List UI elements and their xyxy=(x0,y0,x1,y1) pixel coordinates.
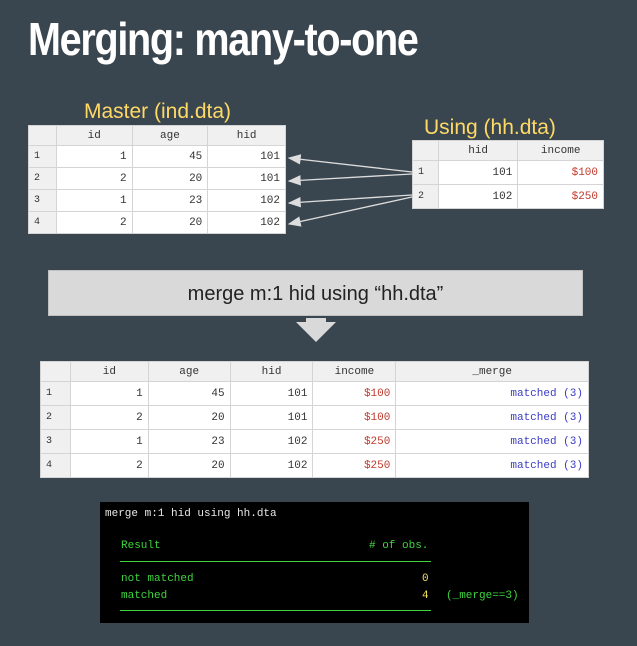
cell-hid[interactable]: 102 xyxy=(229,429,314,454)
console-obs-header: # of obs. xyxy=(369,540,429,552)
merged-table: id age hid income _merge 1 1 45 101 $100… xyxy=(40,361,589,478)
cell-age[interactable]: 45 xyxy=(147,381,231,406)
column-header-income[interactable]: income xyxy=(312,361,397,382)
table-row: 2 2 20 101 xyxy=(28,167,286,190)
column-header-hid[interactable]: hid xyxy=(207,125,286,146)
row-number: 2 xyxy=(40,405,71,430)
cell-age[interactable]: 20 xyxy=(147,405,231,430)
console-not-matched-value: 0 xyxy=(422,573,429,585)
cell-hid[interactable]: 102 xyxy=(207,211,286,234)
table-row: 3 1 23 102 $250 matched (3) xyxy=(40,429,589,454)
column-header-hid[interactable]: hid xyxy=(437,140,519,161)
master-table: id age hid 1 1 45 101 2 2 20 101 3 1 23 … xyxy=(28,125,286,234)
cell-hid[interactable]: 101 xyxy=(229,381,314,406)
cell-hid[interactable]: 101 xyxy=(207,167,286,190)
arrow-102-row4 xyxy=(287,196,413,227)
row-number: 3 xyxy=(28,189,57,212)
row-number: 3 xyxy=(40,429,71,454)
console-result-header: Result xyxy=(121,540,161,552)
down-arrow-icon xyxy=(296,318,336,342)
row-number-header xyxy=(28,125,57,146)
row-number: 2 xyxy=(28,167,57,190)
column-header-merge[interactable]: _merge xyxy=(395,361,589,382)
row-number: 4 xyxy=(40,453,71,478)
cell-income[interactable]: $250 xyxy=(312,453,397,478)
merge-command-box: merge m:1 hid using “hh.dta” xyxy=(48,270,583,316)
console-divider xyxy=(120,610,431,611)
table-row: 2 102 $250 xyxy=(412,184,604,209)
row-number: 1 xyxy=(412,160,439,185)
stata-console-output: merge m:1 hid using hh.dta Result # of o… xyxy=(100,502,529,623)
arrow-101-row1 xyxy=(287,154,413,173)
row-number: 4 xyxy=(28,211,57,234)
cell-hid[interactable]: 102 xyxy=(229,453,314,478)
cell-merge[interactable]: matched (3) xyxy=(395,453,589,478)
cell-income[interactable]: $100 xyxy=(312,381,397,406)
console-matched-note: (_merge==3) xyxy=(446,590,519,602)
using-table: hid income 1 101 $100 2 102 $250 xyxy=(412,140,604,209)
cell-id[interactable]: 2 xyxy=(69,405,149,430)
cell-hid[interactable]: 102 xyxy=(437,184,519,209)
cell-hid[interactable]: 101 xyxy=(229,405,314,430)
table-row: 4 2 20 102 xyxy=(28,211,286,234)
console-divider xyxy=(120,561,431,562)
cell-age[interactable]: 23 xyxy=(147,429,231,454)
cell-merge[interactable]: matched (3) xyxy=(395,429,589,454)
column-header-hid[interactable]: hid xyxy=(229,361,314,382)
cell-id[interactable]: 2 xyxy=(69,453,149,478)
column-header-id[interactable]: id xyxy=(69,361,149,382)
cell-merge[interactable]: matched (3) xyxy=(395,405,589,430)
table-row: 2 2 20 101 $100 matched (3) xyxy=(40,405,589,430)
column-header-income[interactable]: income xyxy=(517,140,604,161)
cell-income[interactable]: $250 xyxy=(312,429,397,454)
cell-id[interactable]: 1 xyxy=(69,381,149,406)
slide-title: Merging: many-to-one xyxy=(28,13,419,65)
cell-id[interactable]: 1 xyxy=(69,429,149,454)
cell-age[interactable]: 20 xyxy=(147,453,231,478)
cell-income[interactable]: $250 xyxy=(517,184,604,209)
table-row: 4 2 20 102 $250 matched (3) xyxy=(40,453,589,478)
master-label: Master (ind.dta) xyxy=(84,100,232,123)
cell-merge[interactable]: matched (3) xyxy=(395,381,589,406)
table-row: 3 1 23 102 xyxy=(28,189,286,212)
table-row: 1 1 45 101 $100 matched (3) xyxy=(40,381,589,406)
console-matched-label: matched xyxy=(121,590,168,602)
arrow-101-row2 xyxy=(287,173,413,186)
console-command: merge m:1 hid using hh.dta xyxy=(105,508,277,520)
console-not-matched-label: not matched xyxy=(121,573,194,585)
row-number-header xyxy=(40,361,71,382)
cell-id[interactable]: 2 xyxy=(55,211,133,234)
row-number: 1 xyxy=(28,145,57,168)
arrow-102-row3 xyxy=(287,194,413,208)
cell-income[interactable]: $100 xyxy=(312,405,397,430)
row-number: 1 xyxy=(40,381,71,406)
using-label: Using (hh.dta) xyxy=(424,116,556,139)
console-matched-value: 4 xyxy=(422,590,429,602)
column-header-age[interactable]: age xyxy=(147,361,231,382)
